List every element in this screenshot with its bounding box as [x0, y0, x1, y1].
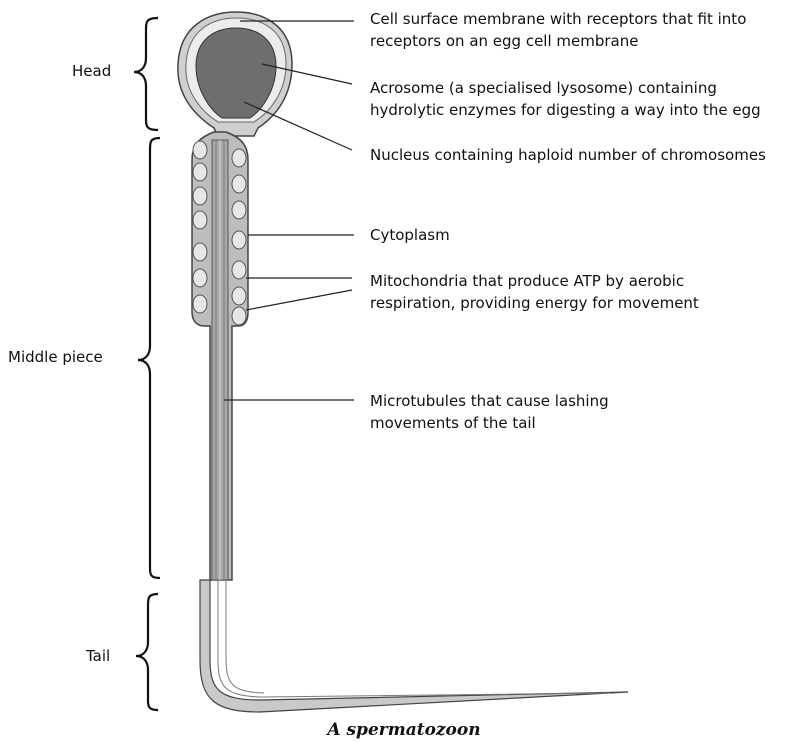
leader-mitochondria-2	[246, 290, 352, 310]
region-label-tail: Tail	[86, 645, 110, 667]
label-mitochondria-line-2: respiration, providing energy for moveme…	[370, 292, 699, 314]
head-shape	[178, 12, 292, 136]
label-acrosome: Acrosome (a specialised lysosome) contai…	[370, 77, 761, 121]
label-cytoplasm-line-1: Cytoplasm	[370, 224, 450, 246]
label-nucleus: Nucleus containing haploid number of chr…	[370, 144, 766, 166]
region-label-head: Head	[72, 60, 111, 82]
label-membrane-line-2: receptors on an egg cell membrane	[370, 30, 746, 52]
label-cytoplasm: Cytoplasm	[370, 224, 450, 246]
nucleus-shape	[196, 28, 276, 118]
label-microtubules: Microtubules that cause lashing movement…	[370, 390, 609, 434]
label-mitochondria: Mitochondria that produce ATP by aerobic…	[370, 270, 699, 314]
label-microtubules-line-2: movements of the tail	[370, 412, 609, 434]
label-acrosome-line-2: hydrolytic enzymes for digesting a way i…	[370, 99, 761, 121]
label-membrane: Cell surface membrane with receptors tha…	[370, 8, 746, 52]
label-membrane-line-1: Cell surface membrane with receptors tha…	[370, 8, 746, 30]
label-microtubules-line-1: Microtubules that cause lashing	[370, 390, 609, 412]
brace-head	[134, 18, 158, 130]
brace-middle-piece	[138, 138, 160, 578]
label-nucleus-line-1: Nucleus containing haploid number of chr…	[370, 144, 766, 166]
region-label-middle-piece: Middle piece	[8, 346, 103, 368]
label-acrosome-line-1: Acrosome (a specialised lysosome) contai…	[370, 77, 761, 99]
label-mitochondria-line-1: Mitochondria that produce ATP by aerobic	[370, 270, 699, 292]
figure-caption: A spermatozoon	[0, 720, 808, 740]
tail-shape	[200, 580, 628, 712]
brace-tail	[136, 594, 158, 710]
